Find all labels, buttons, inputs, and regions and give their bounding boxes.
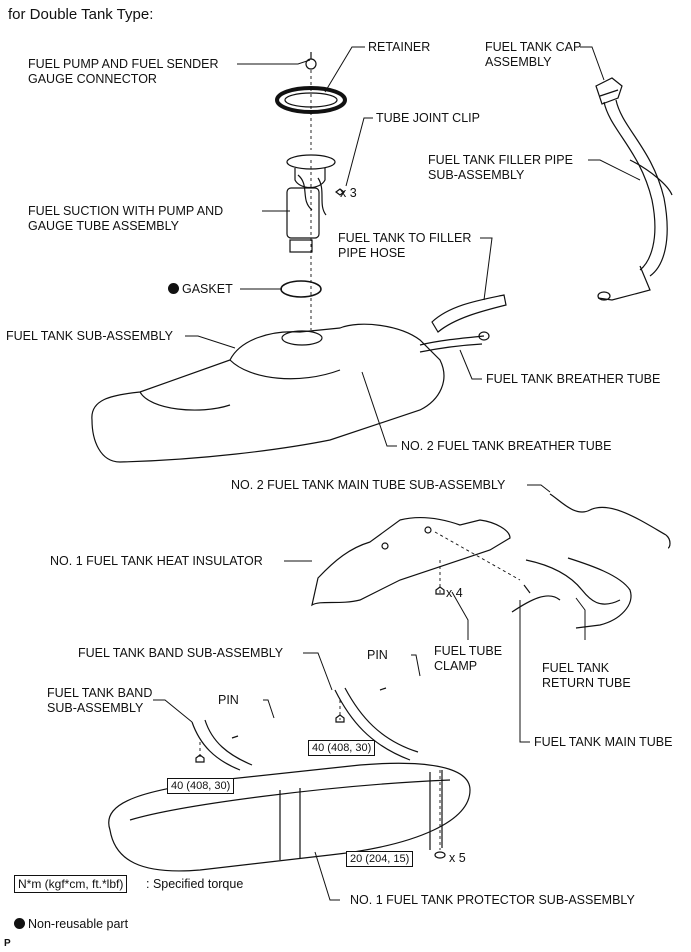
dashed-lines — [199, 70, 521, 850]
label-breather2: NO. 2 FUEL TANK BREATHER TUBE — [401, 439, 612, 453]
label-tube-joint-clip: TUBE JOINT CLIP — [376, 111, 480, 125]
label-pin-right: PIN — [367, 648, 388, 662]
bolts — [195, 586, 445, 763]
label-pump-connector-line2: GAUGE CONNECTOR — [28, 72, 157, 86]
torque-band-left: 40 (408, 30) — [167, 778, 235, 794]
torque-protector: 20 (204, 15) — [346, 851, 414, 867]
label-return-tube-line2: RETURN TUBE — [542, 676, 631, 690]
qty-clip: x 3 — [340, 186, 357, 200]
page-title: for Double Tank Type: — [8, 6, 154, 23]
filler-hose — [431, 294, 507, 333]
label-main-tube: FUEL TANK MAIN TUBE — [534, 735, 673, 749]
label-suction-line2: GAUGE TUBE ASSEMBLY — [28, 219, 179, 233]
filler-pipe — [597, 99, 673, 301]
label-cap: FUEL TANK CAP ASSEMBLY — [485, 40, 581, 70]
label-breather: FUEL TANK BREATHER TUBE — [486, 372, 661, 386]
label-suction: FUEL SUCTION WITH PUMP AND GAUGE TUBE AS… — [28, 204, 223, 234]
fuel-tank-bands — [191, 687, 419, 771]
nonreusable-legend-dot-icon — [14, 918, 25, 929]
fuel-tubes — [511, 557, 632, 629]
label-tube-clamp-line1: FUEL TUBE — [434, 644, 503, 658]
gasket-ring — [280, 280, 322, 298]
label-band-left-line2: SUB-ASSEMBLY — [47, 701, 144, 715]
legend-nonreusable-text: Non-reusable part — [28, 917, 129, 931]
label-filler-pipe-line2: SUB-ASSEMBLY — [428, 168, 525, 182]
qty-protector-bolt: x 5 — [449, 851, 466, 865]
qty-insulator-nut: x 4 — [446, 586, 463, 600]
label-tank: FUEL TANK SUB-ASSEMBLY — [6, 329, 173, 343]
retainer-ring — [275, 86, 347, 114]
label-filler-hose-line1: FUEL TANK TO FILLER — [338, 231, 472, 245]
label-suction-line1: FUEL SUCTION WITH PUMP AND — [28, 204, 224, 218]
fuel-cap — [595, 77, 623, 105]
corner-mark: P — [4, 938, 11, 949]
label-pump-connector: FUEL PUMP AND FUEL SENDER GAUGE CONNECTO… — [28, 57, 219, 87]
label-filler-hose-line2: PIPE HOSE — [338, 246, 406, 260]
label-band-right: FUEL TANK BAND SUB-ASSEMBLY — [78, 646, 284, 660]
torque-band-right: 40 (408, 30) — [308, 740, 376, 756]
label-filler-pipe: FUEL TANK FILLER PIPE SUB-ASSEMBLY — [428, 153, 573, 183]
label-band-left: FUEL TANK BAND SUB-ASSEMBLY — [47, 686, 152, 716]
label-retainer: RETAINER — [368, 40, 431, 54]
label-cap-line2: ASSEMBLY — [485, 55, 552, 69]
label-return-tube-line1: FUEL TANK — [542, 661, 610, 675]
label-main-tube2: NO. 2 FUEL TANK MAIN TUBE SUB-ASSEMBLY — [231, 478, 506, 492]
label-tube-clamp: FUEL TUBE CLAMP — [434, 644, 502, 674]
tube-joint-clips — [335, 188, 345, 196]
nonreusable-dot-icon — [168, 283, 179, 294]
label-gasket-text: GASKET — [182, 282, 233, 296]
label-insulator: NO. 1 FUEL TANK HEAT INSULATOR — [50, 554, 263, 568]
legend-torque-desc: : Specified torque — [146, 877, 244, 891]
legend-nonreusable: Non-reusable part — [14, 917, 128, 932]
label-filler-pipe-line1: FUEL TANK FILLER PIPE — [428, 153, 573, 167]
label-protector: NO. 1 FUEL TANK PROTECTOR SUB-ASSEMBLY — [350, 893, 635, 907]
label-pin-left: PIN — [218, 693, 239, 707]
pump-connector-part — [305, 52, 317, 70]
legend-torque-units: N*m (kgf*cm, ft.*lbf) — [14, 875, 128, 893]
label-cap-line1: FUEL TANK CAP — [485, 40, 582, 54]
label-gasket: GASKET — [168, 282, 233, 297]
fuel-pump-assembly — [286, 154, 336, 253]
heat-insulator — [311, 516, 511, 607]
label-pump-connector-line1: FUEL PUMP AND FUEL SENDER — [28, 57, 219, 71]
main-tube-2 — [549, 493, 671, 549]
leader-lines — [153, 46, 641, 901]
tank-protector — [108, 762, 471, 872]
fuel-tank-body — [91, 323, 490, 463]
label-filler-hose: FUEL TANK TO FILLER PIPE HOSE — [338, 231, 471, 261]
label-return-tube: FUEL TANK RETURN TUBE — [542, 661, 631, 691]
label-band-left-line1: FUEL TANK BAND — [47, 686, 153, 700]
label-tube-clamp-line2: CLAMP — [434, 659, 478, 673]
